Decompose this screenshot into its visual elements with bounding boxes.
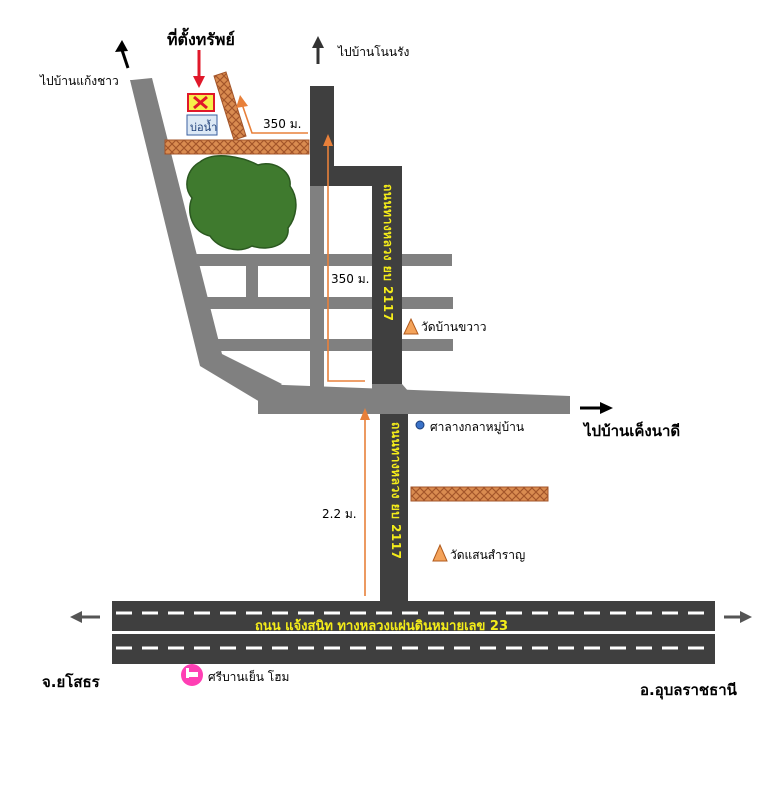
east-road-body (258, 396, 570, 414)
direction-north-left: ไปบ้านแก้งชาว (40, 74, 119, 88)
north-left-arrow-icon (115, 40, 130, 69)
east-main-arrow-icon (724, 611, 752, 623)
highway-lower (380, 414, 408, 604)
temple-2-label: วัดแสนสำราญ (450, 548, 526, 562)
inner-road (310, 152, 324, 392)
city-west: จ.ยโสธร (42, 673, 100, 691)
distance-upper: 350 ม. (331, 272, 370, 286)
side-street-connector (246, 262, 258, 302)
village-hall-label: ศาลางกลาหมู่บ้าน (430, 420, 525, 434)
route-arrowhead-lower (360, 408, 370, 420)
route-arrow-upper (327, 142, 365, 382)
main-road-label: ถนน แจ้งสนิท ทางหลวงแผ่นดินหมายเลข 23 (255, 619, 509, 634)
main-road-upper (112, 601, 715, 631)
temple-icon (403, 317, 419, 335)
west-arrow-icon (70, 611, 100, 623)
city-east: อ.อุบลราชธานี (640, 681, 737, 699)
highway-north (310, 86, 334, 182)
pond-label: บ่อน้ำ (190, 121, 218, 134)
dirt-road-top (164, 139, 310, 155)
distance-lower: 2.2 ม. (322, 507, 357, 521)
pond-icon (186, 114, 218, 136)
property-marker-icon (187, 93, 215, 112)
temple-1-label: วัดบ้านขวาว (421, 320, 487, 334)
east-arrow-icon (580, 402, 613, 414)
dirt-road-lower (410, 486, 549, 502)
direction-east: ไปบ้านเค็งนาดี (584, 422, 681, 440)
highway-upper-label: ถนนทางหลวง ยบ 2117 (381, 184, 395, 322)
highway-lower-label: ถนนทางหลวง ยบ 2117 (389, 422, 403, 560)
direction-north-right: ไปบ้านโนนรัง (338, 45, 410, 59)
route-arrow-to-property (241, 103, 308, 134)
hotel-label: ศรีบานเย็น โฮม (208, 670, 290, 684)
pointer-arrowhead (193, 76, 205, 88)
route-arrow (241, 103, 366, 596)
highway-upper (372, 166, 402, 386)
distance-to-property: 350 ม. (263, 117, 302, 131)
north-right-arrow-icon (312, 36, 324, 64)
diagonal-road (130, 78, 282, 402)
village-hall-icon (415, 420, 425, 430)
route-arrowhead-upper (323, 134, 333, 146)
dirt-road-diagonal (213, 71, 247, 141)
side-street-3 (210, 339, 453, 351)
temple-icon (432, 543, 448, 562)
junction (372, 384, 416, 414)
route-arrowhead-property (236, 95, 248, 108)
forest-area (186, 155, 297, 251)
property-title: ที่ตั้งทรัพย์ (167, 30, 235, 49)
